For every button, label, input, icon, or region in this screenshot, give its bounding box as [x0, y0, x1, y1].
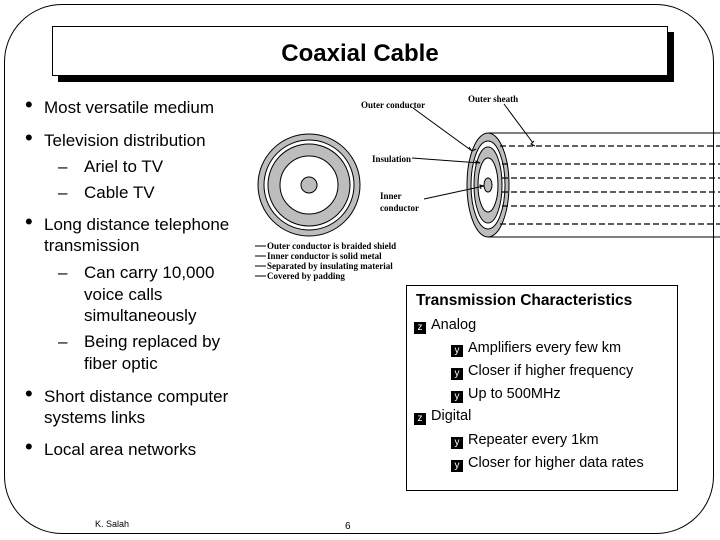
sub-bullet-text: Being replaced by: [84, 332, 221, 351]
footer-author: K. Salah: [95, 519, 130, 529]
sub-bullet-text: fiber optic: [84, 354, 158, 373]
cable-sheath-edges: [488, 132, 720, 238]
sub-bullet-text: Can carry 10,000: [84, 263, 215, 282]
bullet-text: Long distance telephone: [44, 215, 230, 234]
analog-sub-item: y Up to 500MHz: [451, 386, 561, 403]
label-outer-sheath: Outer sheath: [468, 94, 518, 104]
label-arrows: [411, 103, 536, 200]
sub-bullet-text: Ariel to TV: [84, 157, 164, 176]
analog-sub-item: y Closer if higher frequency: [451, 363, 633, 380]
cable-layer-lines: [500, 145, 720, 225]
label-insulation: Insulation: [372, 154, 411, 164]
digital-sub-text: Closer for higher data rates: [468, 455, 644, 471]
bullet-short-distance: • Short distance computer: [25, 383, 229, 408]
z-bullet-icon: z: [414, 413, 426, 425]
y-bullet-icon: y: [451, 391, 463, 403]
bullet-versatile: • Most versatile medium: [25, 94, 215, 119]
coax-diagram: Outer conductor Outer sheath Insulation …: [255, 94, 720, 281]
note-braided-shield: Outer conductor is braided shield: [267, 241, 396, 251]
analog-label: Analog: [431, 317, 477, 333]
note-padding: Covered by padding: [267, 271, 345, 281]
bullet-lan: • Local area networks: [25, 436, 197, 461]
bullet-dot: •: [25, 125, 33, 150]
analog-sub-item: y Amplifiers every few km: [451, 340, 621, 357]
digital-sub-item: y Repeater every 1km: [451, 432, 599, 449]
note-insulating-material: Separated by insulating material: [267, 261, 393, 271]
analog-sub-text: Up to 500MHz: [468, 386, 561, 402]
bullet-long-distance: • Long distance telephone: [25, 211, 230, 236]
y-bullet-icon: y: [451, 345, 463, 357]
slide-frame: [4, 4, 714, 534]
bullet-text: systems links: [44, 408, 146, 427]
title-box: Coaxial Cable: [52, 26, 668, 76]
z-bullet-icon: z: [414, 322, 426, 334]
digital-label: Digital: [431, 408, 472, 424]
analog-sub-text: Closer if higher frequency: [468, 363, 634, 379]
analog-item: z Analog: [414, 317, 476, 334]
transmission-characteristics-box: Transmission Characteristics z Analog y Am…: [406, 285, 678, 491]
cross-section-inner-conductor: [300, 176, 318, 194]
y-bullet-icon: y: [451, 437, 463, 449]
bullet-short-distance-cont: systems links: [44, 407, 145, 429]
sub-bullet-cable-tv: –Cable TV: [58, 182, 155, 204]
transmission-title: Transmission Characteristics: [416, 292, 633, 309]
label-inner-line2: conductor: [380, 203, 419, 213]
y-bullet-icon: y: [451, 460, 463, 472]
sub-bullet-text: simultaneously: [84, 306, 197, 325]
bullet-long-distance-cont: transmission: [44, 235, 139, 257]
label-outer-conductor: Outer conductor: [361, 100, 425, 110]
bullet-dot: •: [25, 434, 33, 459]
digital-item: z Digital: [414, 408, 471, 425]
bullet-dot: •: [25, 92, 33, 117]
dash-marker: –: [58, 332, 68, 351]
sub-bullet-capacity-l2: voice calls: [84, 284, 162, 306]
bullet-text: Short distance computer: [44, 387, 229, 406]
diagram-notes: Outer conductor is braided shield Inner …: [255, 241, 396, 281]
label-inner-line1: Inner: [380, 191, 402, 201]
sub-bullet-text: Cable TV: [84, 183, 155, 202]
dash-marker: –: [58, 263, 68, 282]
sub-bullet-capacity-l3: simultaneously: [84, 305, 196, 327]
sub-bullet-ariel: –Ariel to TV: [58, 156, 164, 178]
sub-bullet-capacity: –Can carry 10,000: [58, 262, 215, 284]
cable-end-inner-conductor: [483, 177, 493, 193]
sub-bullet-replaced-l2: fiber optic: [84, 353, 158, 375]
bullet-text: Television distribution: [44, 131, 206, 150]
page-number: 6: [345, 521, 351, 532]
bullet-text: transmission: [44, 236, 140, 255]
y-bullet-icon: y: [451, 368, 463, 380]
bullet-dot: •: [25, 381, 33, 406]
digital-sub-item: y Closer for higher data rates: [451, 455, 644, 472]
bullet-dot: •: [25, 209, 33, 234]
analog-sub-text: Amplifiers every few km: [468, 340, 622, 356]
note-solid-metal: Inner conductor is solid metal: [267, 251, 382, 261]
slide-title: Coaxial Cable: [281, 40, 439, 67]
bullet-text: Local area networks: [44, 440, 197, 459]
bullet-text: Most versatile medium: [44, 98, 215, 117]
sub-bullet-replaced: –Being replaced by: [58, 331, 221, 353]
digital-sub-text: Repeater every 1km: [468, 432, 599, 448]
dash-marker: –: [58, 183, 68, 202]
dash-marker: –: [58, 157, 68, 176]
bullet-television: • Television distribution: [25, 127, 206, 152]
sub-bullet-text: voice calls: [84, 285, 163, 304]
